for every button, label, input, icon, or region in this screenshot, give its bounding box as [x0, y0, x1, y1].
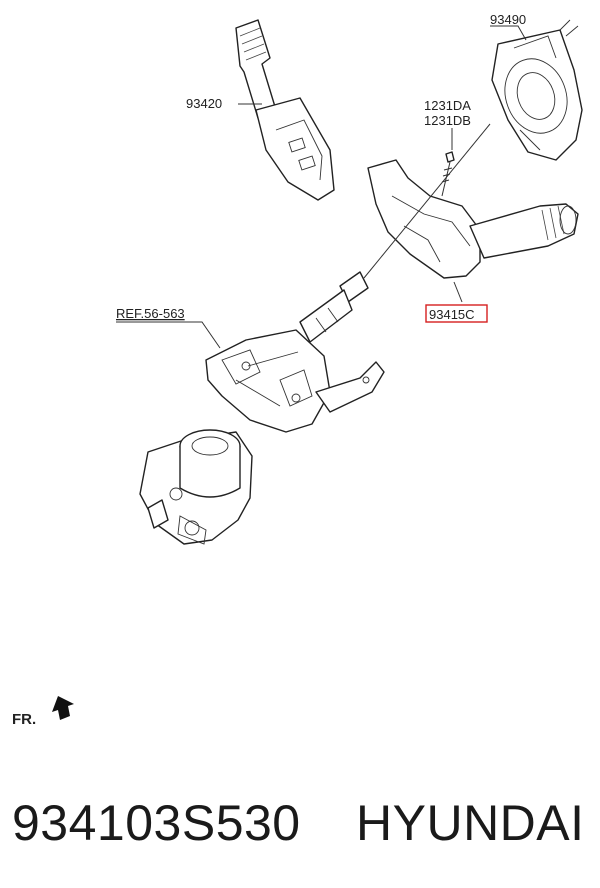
steering-column-diagram: 93490 93420 1231DA 1231DB REF.56-563 934… [12, 12, 583, 728]
eps-motor[interactable] [139, 429, 253, 545]
part-number: 934103S530 [12, 795, 301, 851]
label-ref-56-563: REF.56-563 [116, 306, 185, 321]
wiper-switch-93420[interactable] [235, 19, 335, 201]
label-93490: 93490 [490, 12, 526, 27]
label-1231db: 1231DB [424, 113, 471, 128]
forward-arrow-icon [52, 696, 74, 720]
bolt-1231[interactable] [441, 151, 455, 197]
label-93415c-highlight[interactable]: 93415C [425, 304, 488, 323]
label-1231da: 1231DA [424, 98, 471, 113]
clock-spring-93490[interactable] [491, 19, 583, 161]
steering-shaft [299, 123, 491, 343]
label-93415c: 93415C [429, 307, 475, 322]
footer: 934103S530 HYUNDAI [0, 778, 600, 868]
label-fr: FR. [12, 711, 36, 728]
label-93420: 93420 [186, 96, 222, 111]
brand-name: HYUNDAI [356, 795, 585, 851]
light-switch-93415c[interactable] [367, 159, 579, 279]
column-assembly[interactable] [205, 329, 385, 433]
